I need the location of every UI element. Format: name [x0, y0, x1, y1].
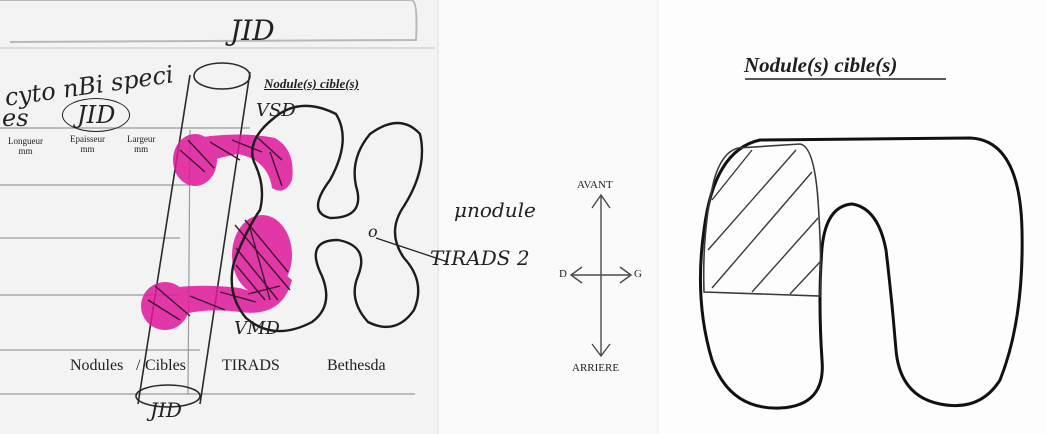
handwriting-jid-bottom: JID: [150, 398, 182, 422]
footer-label-slash: /: [136, 357, 141, 374]
left-photo-paper: [0, 0, 438, 434]
template-nodule-outline: [698, 136, 1024, 410]
orientation-label-left: D: [559, 268, 567, 280]
hatch-lines: [707, 149, 821, 295]
handwriting-vsd: VSD: [256, 100, 296, 121]
handwriting-jid-top: JID: [230, 14, 275, 47]
footer-label-tirads: TIRADS: [222, 357, 280, 374]
jid-column-drawing: [135, 62, 251, 408]
column-label-line2: mm: [18, 146, 33, 156]
column-label-line2: mm: [80, 144, 95, 154]
column-header-epaisseur: Epaisseur mm: [70, 134, 105, 154]
ink-hatching: [147, 137, 291, 321]
orientation-label-top: AVANT: [577, 179, 613, 191]
orientation-label-right: G: [634, 268, 642, 280]
form-box-outline: [0, 0, 418, 43]
column-header-largeur: Largeur mm: [127, 134, 155, 154]
handwriting-tirads: TIRADS 2: [430, 246, 530, 270]
handwriting-vmd: VMD: [234, 318, 280, 339]
template-heading: Nodule(s) cible(s): [744, 53, 898, 77]
orientation-label-bottom: ARRIERE: [572, 362, 620, 374]
middle-photo-paper: [438, 0, 658, 434]
tirads-pointer: [375, 237, 449, 263]
left-nodule-outline: [230, 104, 424, 333]
column-header-longueur: Longueur mm: [8, 136, 43, 156]
handwriting-o: o: [368, 222, 378, 241]
handwriting-left-fragment: es: [2, 104, 29, 132]
column-label-line1: Epaisseur: [70, 134, 105, 144]
handwriting-jid-circled: JID: [62, 98, 131, 132]
orientation-arrows: [569, 193, 633, 358]
footer-label-nodules: Nodules: [70, 357, 124, 374]
nodule-heading-photo: Nodule(s) cible(s): [264, 76, 359, 91]
right-photo-paper: [658, 0, 1046, 434]
handwriting-micronodule: μnodule: [454, 198, 536, 222]
column-label-line1: Longueur: [8, 136, 43, 146]
footer-label-cibles: Cibles: [145, 357, 186, 374]
column-label-line1: Largeur: [127, 134, 156, 144]
hatched-region: [702, 143, 822, 297]
footer-label-bethesda: Bethesda: [327, 357, 386, 374]
highlighted-nodules: [141, 134, 293, 330]
form-table-lines: [0, 127, 415, 396]
column-label-line2: mm: [134, 144, 149, 154]
